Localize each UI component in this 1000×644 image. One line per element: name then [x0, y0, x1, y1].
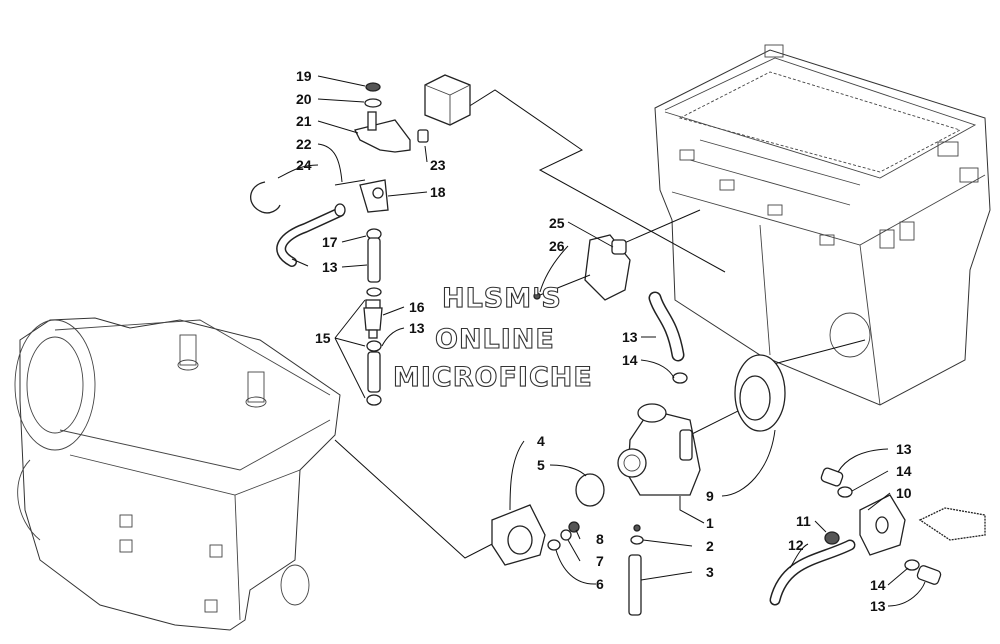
callout-7: 7 [596, 553, 604, 569]
callout-5: 5 [537, 457, 545, 473]
callout-2: 2 [706, 538, 714, 554]
callout-12: 12 [788, 537, 804, 553]
watermark-line-1: HLSM'S [442, 283, 562, 314]
callout-24: 24 [296, 157, 312, 173]
callout-3: 3 [706, 564, 714, 580]
callout-20: 20 [296, 91, 312, 107]
callout-9: 9 [706, 488, 714, 504]
callout-15: 15 [315, 330, 331, 346]
watermark-line-2: ONLINE [435, 324, 555, 355]
callout-6: 6 [596, 576, 604, 592]
callout-19: 19 [296, 68, 312, 84]
airbox-illustration [654, 44, 991, 406]
callout-4: 4 [537, 433, 545, 449]
callout-25: 25 [549, 215, 565, 231]
callout-16: 16 [409, 299, 425, 315]
carburetor [491, 291, 786, 616]
callout-10: 10 [896, 485, 912, 501]
watermark: HLSM'S ONLINE MICROFICHE [392, 282, 593, 393]
fuel-pump [533, 234, 631, 301]
callout-18: 18 [430, 184, 446, 200]
callout-14-carb-clamp: 14 [622, 352, 638, 368]
callout-11: 11 [796, 513, 811, 529]
callout-13-filter-hose: 13 [409, 320, 425, 336]
right-pump-assembly [769, 467, 986, 606]
engine-illustration [14, 317, 341, 631]
callout-13-upper-hose: 13 [322, 259, 338, 275]
callout-13-carb-hose: 13 [622, 329, 638, 345]
callout-26: 26 [549, 238, 565, 254]
callout-1: 1 [706, 515, 714, 531]
callout-23: 23 [430, 157, 446, 173]
callout-17: 17 [322, 234, 338, 250]
callout-13-pump-inlet: 13 [896, 441, 912, 457]
callout-13-pump-outlet: 13 [870, 598, 886, 614]
callout-14-pump-outlet: 14 [870, 577, 886, 593]
callout-21: 21 [296, 113, 312, 129]
relay-box [424, 74, 471, 126]
fuel-parts [250, 82, 429, 406]
leader-lines [277, 75, 926, 607]
callout-14-pump-inlet: 14 [896, 463, 912, 479]
callout-labels: 19 20 21 22 24 23 18 17 13 16 15 13 25 2… [296, 68, 912, 614]
watermark-line-3: MICROFICHE [393, 362, 593, 393]
callout-8: 8 [596, 531, 604, 547]
callout-22: 22 [296, 136, 312, 152]
